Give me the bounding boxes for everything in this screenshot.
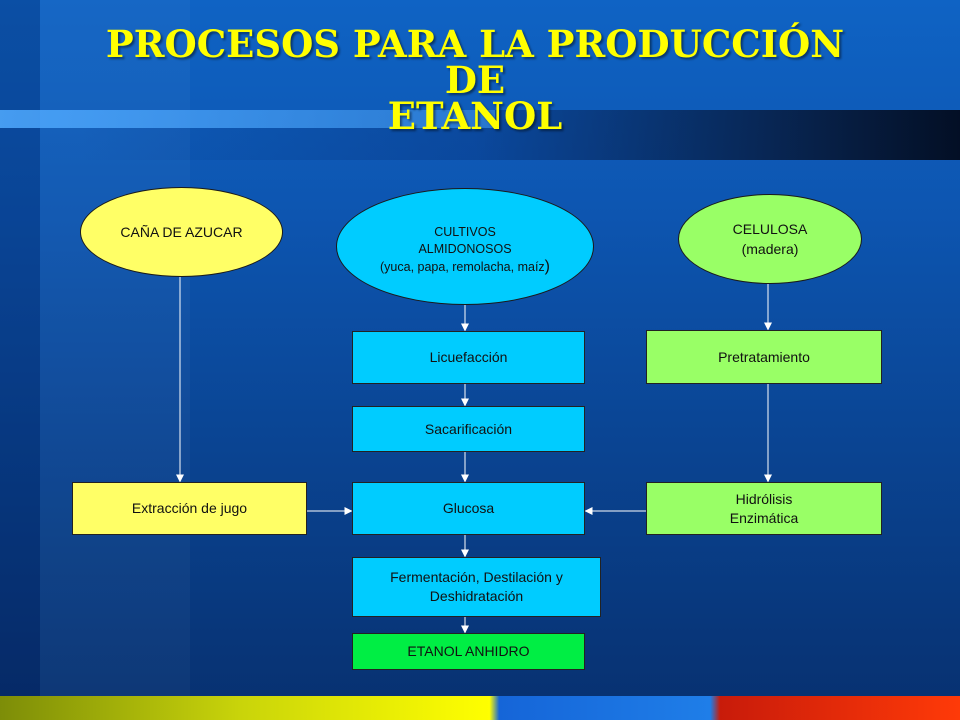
node-cana-label: CAÑA DE AZUCAR <box>120 224 243 240</box>
node-hidrolisis-line-1: Hidrólisis <box>735 490 793 507</box>
node-sacarificacion: Sacarificación <box>352 406 585 452</box>
node-celulosa-line-2: (madera) <box>741 241 799 257</box>
node-etanol-label: ETANOL ANHIDRO <box>407 643 530 659</box>
node-sacarificacion-label: Sacarificación <box>424 420 513 437</box>
node-fermentacion: Fermentación, Destilación y Deshidrataci… <box>352 557 601 617</box>
node-pretratamiento: Pretratamiento <box>646 330 882 384</box>
node-cultivos-line-3: (yuca, papa, remolacha, maíz) <box>380 258 550 276</box>
node-glucosa-label: Glucosa <box>442 500 495 516</box>
node-cultivos-line-2: ALMIDONOSOS <box>418 241 512 256</box>
node-cultivos-line-3-text: (yuca, papa, remolacha, maíz <box>380 259 545 274</box>
node-celulosa: CELULOSA (madera) <box>678 194 862 284</box>
node-hidrolisis-line-2: Enzimática <box>729 509 799 526</box>
node-cana-de-azucar: CAÑA DE AZUCAR <box>80 187 283 277</box>
node-glucosa: Glucosa <box>352 482 585 535</box>
node-cultivos-line-1: CULTIVOS <box>434 224 496 239</box>
node-etanol-anhidro: ETANOL ANHIDRO <box>352 633 585 670</box>
node-licuefaccion: Licuefacción <box>352 331 585 384</box>
node-licuefaccion-label: Licuefacción <box>429 349 508 365</box>
node-celulosa-line-1: CELULOSA <box>732 221 808 237</box>
node-cultivos-line-3-paren: ) <box>544 257 550 275</box>
node-cultivos-almidonosos: CULTIVOS ALMIDONOSOS (yuca, papa, remola… <box>336 188 594 305</box>
node-fermentacion-line-2: Deshidratación <box>429 588 524 604</box>
slide-title: PROCESOS PARA LA PRODUCCIÓN DE ETANOL <box>90 26 860 135</box>
node-extraccion-de-jugo: Extracción de jugo <box>72 482 307 535</box>
node-pretratamiento-label: Pretratamiento <box>718 348 810 365</box>
node-extraccion-label: Extracción de jugo <box>131 500 248 516</box>
title-line-1: PROCESOS PARA LA PRODUCCIÓN DE <box>105 22 845 102</box>
title-line-2: ETANOL <box>387 94 563 138</box>
node-hidrolisis-enzimatica: Hidrólisis Enzimática <box>646 482 882 535</box>
node-fermentacion-line-1: Fermentación, Destilación y <box>390 569 563 585</box>
